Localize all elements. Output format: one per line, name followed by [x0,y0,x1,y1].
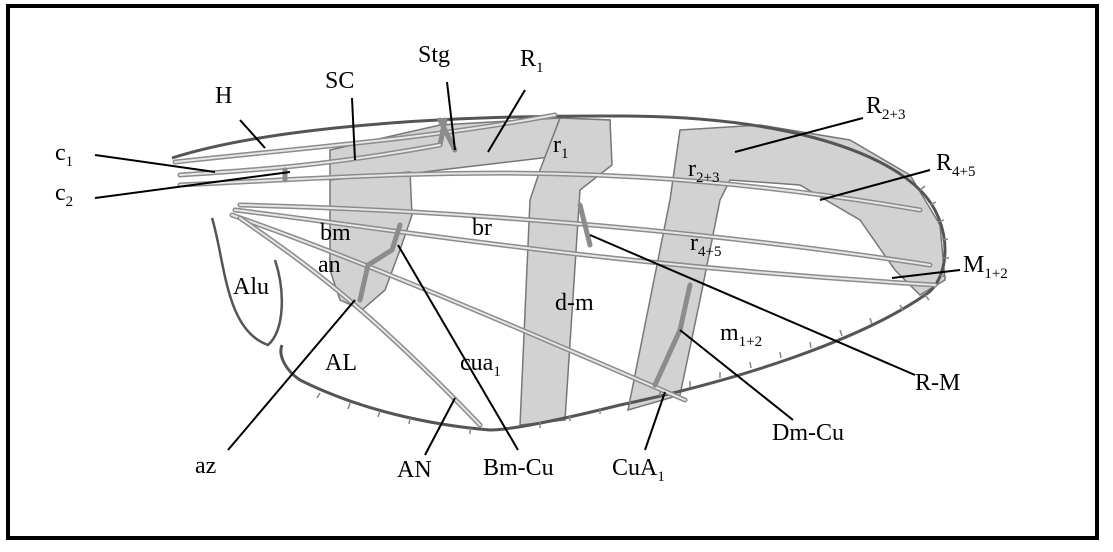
label-R45: R4+5 [936,150,975,180]
label-r45: r4+5 [690,230,721,260]
leader-Stg [446,81,456,151]
veins [172,112,938,428]
alula-outline [210,217,284,347]
leader-lines [94,81,961,456]
label-SC: SC [325,68,354,94]
label-az: az [195,453,216,479]
label-br: br [472,215,492,241]
label-AL: AL [325,350,357,376]
leader-H [239,119,266,149]
label-RM: R-M [915,370,960,396]
label-r1: r1 [553,132,569,162]
shaded-cells [329,117,946,426]
wing-fringe [316,185,949,434]
label-cua1: cua1 [460,350,501,380]
leader-R1 [487,89,526,153]
vein-bmcu [357,222,403,303]
label-AN: AN [397,457,432,483]
label-c2: c2 [55,180,73,210]
label-Alu: Alu [233,274,269,300]
cell-dm-band [519,117,613,426]
vein-cua [229,212,688,403]
leader-SC [351,97,356,161]
leader-M12 [891,269,961,279]
label-BmCu: Bm-Cu [483,455,554,481]
label-CuA1: CuA1 [612,455,665,485]
label-r23: r2+3 [688,156,719,186]
label-dm: d-m [555,290,594,316]
leader-BmCu [397,244,519,451]
vein-rm [577,202,593,248]
label-R23: R2+3 [866,93,905,123]
label-bm: bm [320,220,351,246]
leader-RM [589,234,916,376]
label-c1: c1 [55,140,73,170]
leader-AN [424,397,456,456]
label-m12: m1+2 [720,320,762,350]
cell-r-band [627,124,946,412]
leader-CuA1 [644,391,666,451]
leader-R45 [819,169,931,201]
label-Stg: Stg [418,42,450,68]
label-R1: R1 [520,46,544,76]
leader-az [227,299,356,451]
label-M12: M1+2 [963,252,1008,282]
labels: H SC Stg R1 c1 c2 R2+3 R4+5 M1+2 r1 r2+3… [55,42,1008,485]
leader-c1 [94,154,216,173]
leader-c2 [94,171,291,199]
leader-DmCu [679,329,794,421]
label-H: H [215,83,232,109]
leader-R23 [734,117,864,153]
label-an: an [318,252,341,278]
label-DmCu: Dm-Cu [772,420,844,446]
